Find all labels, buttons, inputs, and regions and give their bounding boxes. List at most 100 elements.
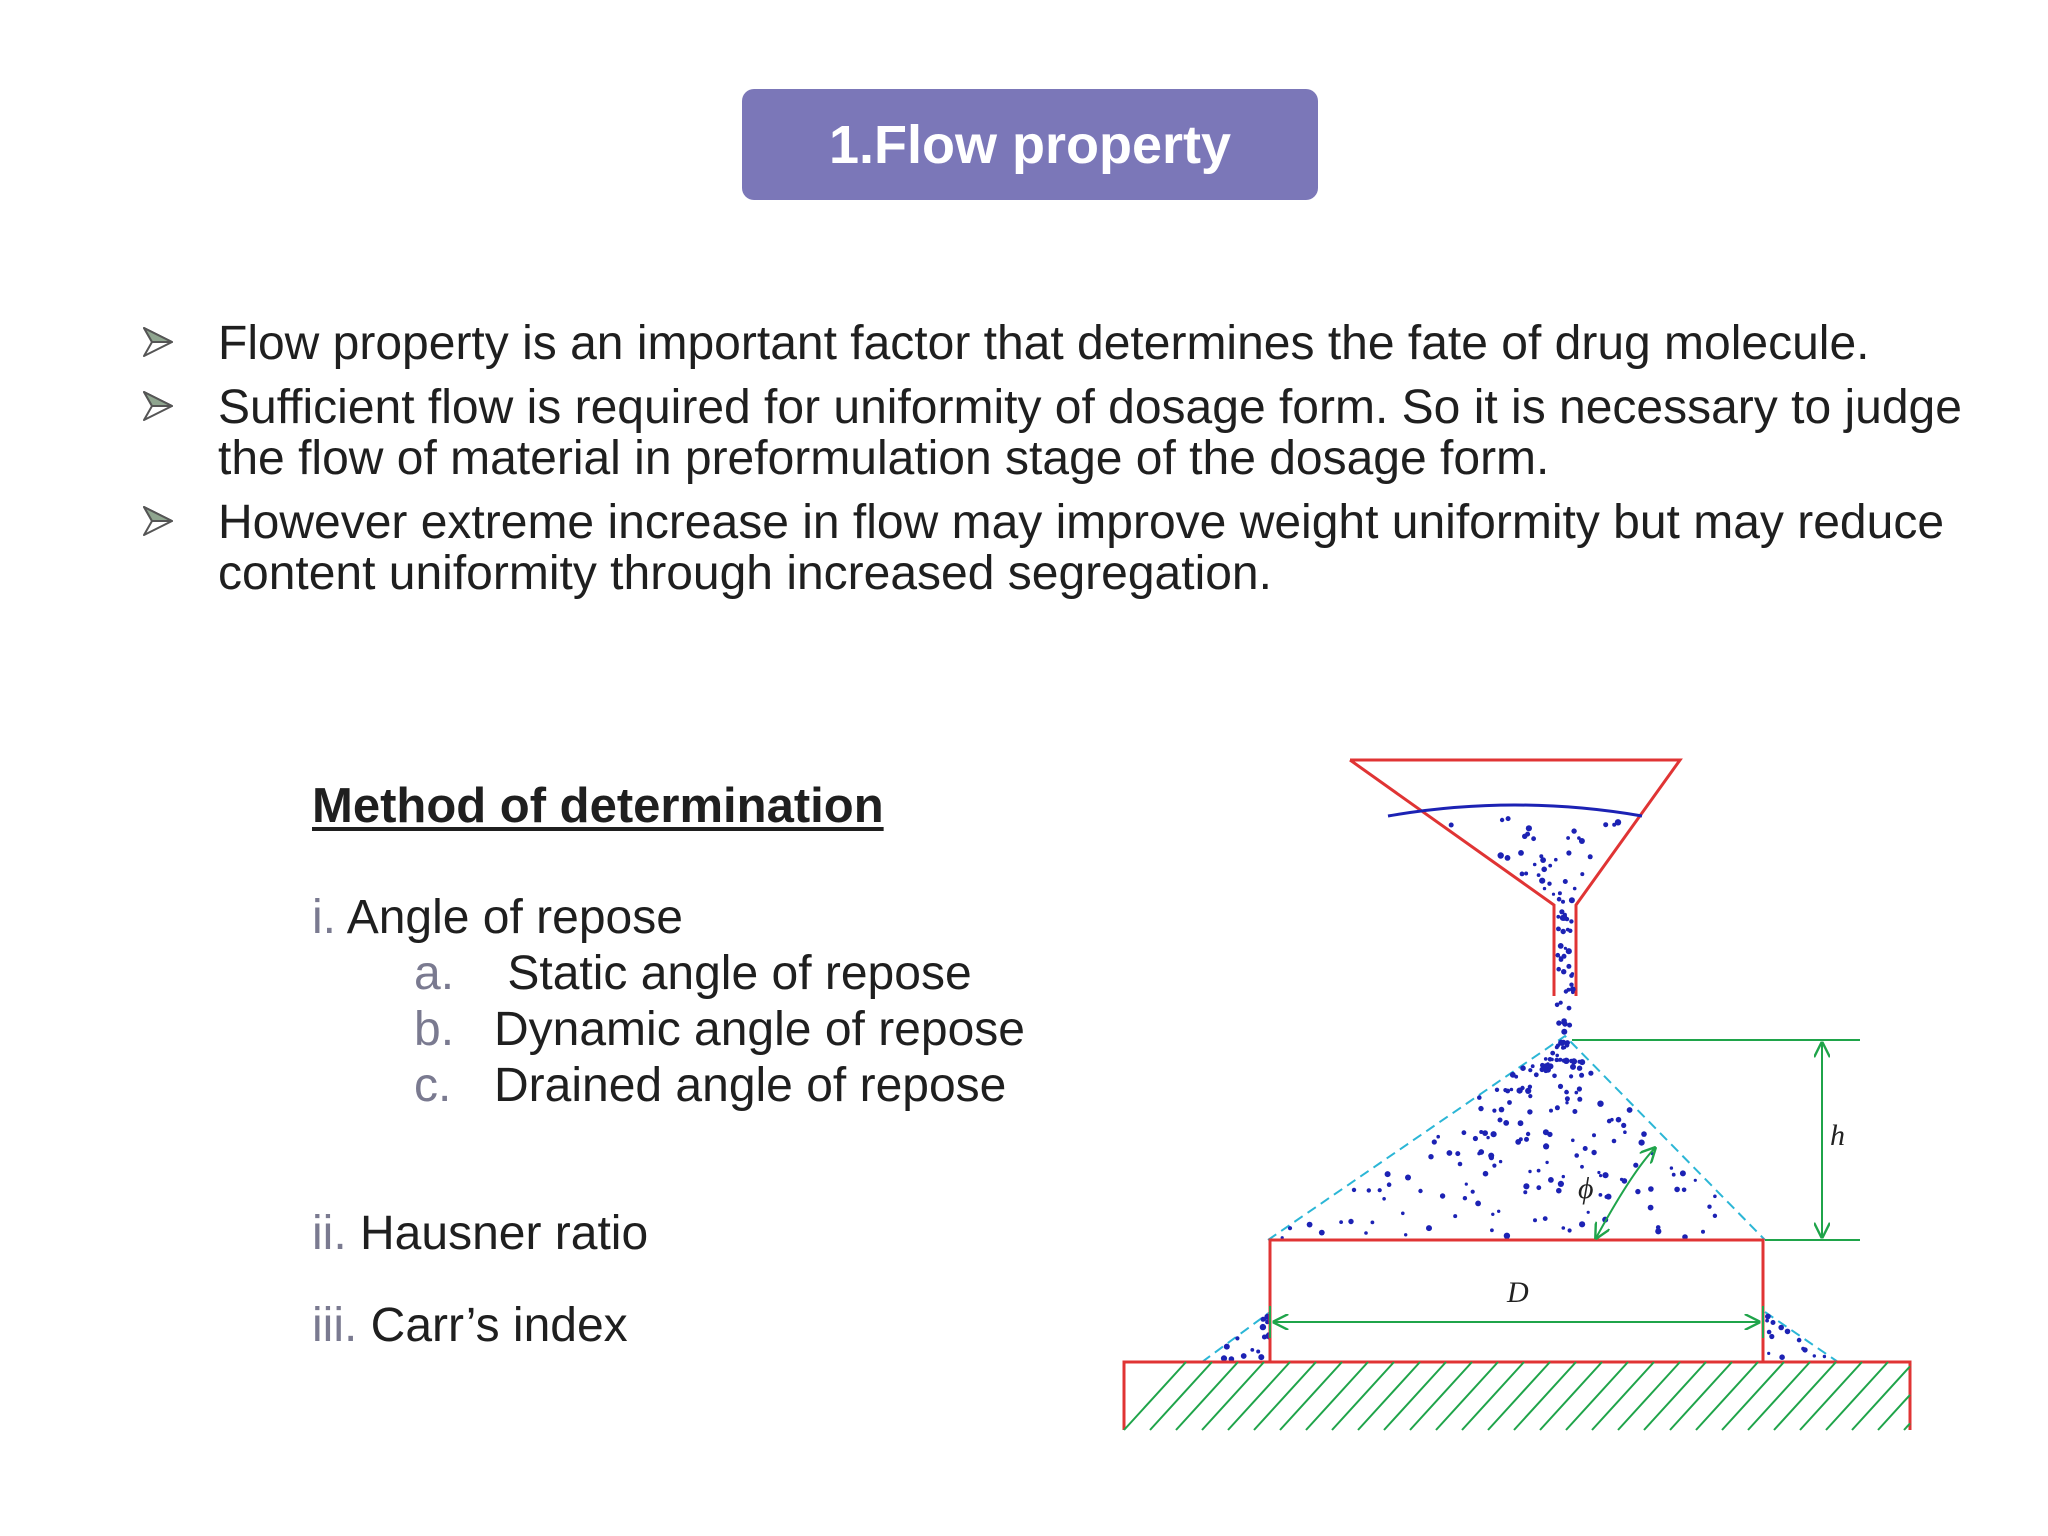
powder-particle bbox=[1701, 1229, 1705, 1234]
powder-particle bbox=[1574, 1090, 1579, 1095]
powder-particle bbox=[1497, 1117, 1503, 1123]
powder-particle bbox=[1520, 1065, 1526, 1071]
powder-particle bbox=[1770, 1320, 1776, 1325]
powder-particle bbox=[1560, 914, 1568, 921]
powder-particle bbox=[1796, 1337, 1802, 1343]
powder-particle bbox=[1532, 862, 1537, 867]
hatch-line bbox=[1643, 1361, 1707, 1431]
powder-particle bbox=[1569, 1074, 1574, 1079]
method-item: i. Angle of repose bbox=[312, 890, 683, 945]
powder-particle bbox=[1377, 1188, 1382, 1193]
powder-particle bbox=[1557, 1058, 1561, 1062]
powder-particle bbox=[1536, 873, 1541, 877]
powder-particle bbox=[1405, 1174, 1411, 1181]
label-d: D bbox=[1506, 1276, 1529, 1309]
hatch-line bbox=[1695, 1361, 1759, 1431]
powder-particle bbox=[1598, 1193, 1603, 1197]
slide-title: 1.Flow property bbox=[828, 114, 1232, 175]
powder-particle bbox=[1482, 1170, 1489, 1177]
powder-particle bbox=[1580, 872, 1585, 877]
spill-right-outline bbox=[1764, 1311, 1839, 1363]
powder-particle bbox=[1306, 1221, 1313, 1228]
powder-particle bbox=[1712, 1213, 1718, 1218]
powder-particle bbox=[1566, 836, 1570, 840]
powder-particle bbox=[1523, 1183, 1530, 1190]
powder-particle bbox=[1556, 966, 1561, 972]
powder-particle bbox=[1635, 1188, 1641, 1195]
powder-particle bbox=[1464, 1182, 1468, 1186]
powder-particle bbox=[1567, 1228, 1572, 1233]
sub-label: Dynamic angle of repose bbox=[494, 1003, 1025, 1056]
method-heading: Method of determination bbox=[312, 779, 884, 833]
powder-particle bbox=[1778, 1324, 1784, 1331]
powder-particle bbox=[1259, 1323, 1267, 1331]
powder-particle bbox=[1606, 1118, 1612, 1124]
powder-particle bbox=[1539, 854, 1544, 859]
arrow-bullet-icon bbox=[143, 327, 173, 357]
hatch-line bbox=[1305, 1361, 1369, 1431]
powder-particle bbox=[1515, 1139, 1522, 1145]
powder-particle bbox=[1525, 1087, 1532, 1094]
powder-particle bbox=[1621, 1178, 1628, 1184]
powder-particle bbox=[1561, 969, 1567, 975]
powder-particle bbox=[1548, 863, 1553, 868]
hatch-line bbox=[1409, 1361, 1473, 1431]
powder-particle bbox=[1548, 1177, 1554, 1183]
hatch-line bbox=[1773, 1361, 1837, 1431]
powder-particle bbox=[1561, 1019, 1567, 1025]
powder-particle bbox=[1569, 919, 1574, 924]
powder-particle bbox=[1545, 1160, 1549, 1165]
powder-particle bbox=[1615, 1116, 1622, 1123]
powder-particle bbox=[1554, 857, 1558, 862]
hatch-line bbox=[1825, 1361, 1889, 1431]
powder-particle bbox=[1568, 928, 1573, 933]
label-h: h bbox=[1830, 1119, 1845, 1152]
powder-particle bbox=[1507, 1100, 1512, 1105]
powder-particle bbox=[1562, 879, 1568, 884]
powder-particle bbox=[1539, 877, 1546, 884]
powder-particle bbox=[1235, 1336, 1240, 1341]
powder-particle bbox=[1486, 1135, 1490, 1140]
powder-particle bbox=[1228, 1356, 1235, 1362]
powder-particle bbox=[1671, 1172, 1676, 1177]
powder-particle bbox=[1265, 1319, 1270, 1325]
powder-particle bbox=[1713, 1194, 1717, 1199]
powder-particle bbox=[1455, 1151, 1461, 1157]
powder-particle bbox=[1571, 828, 1577, 834]
powder-particle bbox=[1448, 822, 1454, 828]
powder-particle bbox=[1540, 857, 1546, 863]
hatch-line bbox=[1331, 1361, 1395, 1431]
powder-particle bbox=[1612, 822, 1617, 827]
bullet-item: However extreme increase in flow may imp… bbox=[140, 497, 1970, 599]
powder-particle bbox=[1498, 1106, 1505, 1113]
powder-particle bbox=[1597, 1170, 1601, 1175]
powder-particle bbox=[1554, 1105, 1560, 1111]
powder-particle bbox=[1509, 1087, 1514, 1092]
arrow-bullet-icon bbox=[143, 391, 173, 421]
powder-particle bbox=[1565, 948, 1572, 955]
powder-particle bbox=[1524, 871, 1529, 876]
ground-hatching bbox=[1123, 1361, 1911, 1431]
powder-particle bbox=[1556, 1020, 1562, 1026]
powder-particle bbox=[1517, 1120, 1524, 1127]
powder-particle bbox=[1566, 1005, 1572, 1011]
powder-particle bbox=[1580, 1164, 1584, 1169]
sub-letter: c. bbox=[414, 1059, 452, 1112]
powder-particle bbox=[1543, 1057, 1548, 1061]
powder-particle bbox=[1382, 1197, 1386, 1201]
powder-particle bbox=[1571, 990, 1575, 995]
item-label: Angle of repose bbox=[346, 891, 683, 944]
sub-letter: b. bbox=[414, 1003, 455, 1056]
powder-particle bbox=[1767, 1351, 1771, 1355]
powder-particle bbox=[1626, 1107, 1633, 1113]
powder-particle bbox=[1560, 928, 1566, 935]
powder-particle bbox=[1555, 1053, 1559, 1058]
powder-particle bbox=[1531, 836, 1536, 842]
powder-particle bbox=[1446, 1150, 1453, 1156]
powder-particle bbox=[1488, 1152, 1495, 1159]
item-number: iii. bbox=[312, 1299, 358, 1352]
powder-particle bbox=[1602, 1172, 1609, 1179]
powder-particle bbox=[1578, 838, 1585, 844]
powder-particle bbox=[1536, 1168, 1541, 1173]
hatch-line bbox=[1565, 1361, 1629, 1431]
